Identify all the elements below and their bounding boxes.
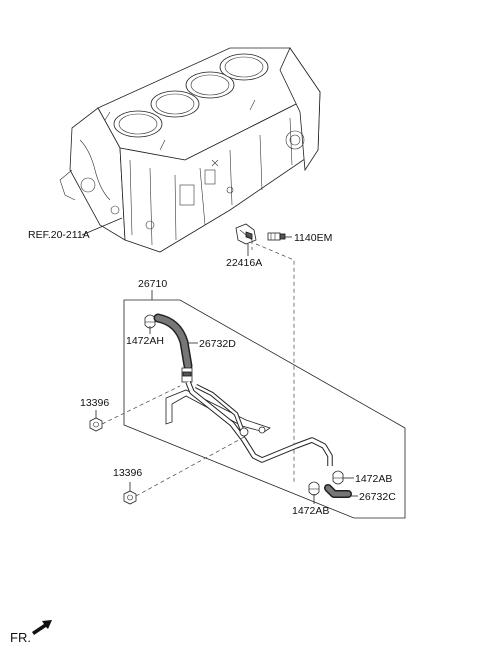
nut-13396-top-icon bbox=[89, 417, 103, 432]
sensor-22416a-icon bbox=[235, 223, 257, 245]
part-label-1472ab-bottom: 1472AB bbox=[292, 505, 329, 517]
front-arrow-icon bbox=[32, 620, 52, 635]
part-label-13396-bottom: 13396 bbox=[113, 467, 142, 479]
engine-block-icon bbox=[59, 47, 321, 253]
nut-13396-bottom-icon bbox=[123, 490, 137, 505]
part-label-1140em: 1140EM bbox=[294, 232, 332, 244]
clamp-1472ab-right-icon bbox=[332, 470, 344, 485]
part-label-1472ab-right: 1472AB bbox=[355, 473, 392, 485]
bolt-1140em-icon bbox=[267, 232, 286, 241]
clamp-1472ab-bottom-icon bbox=[308, 481, 320, 496]
hose-26732d-icon bbox=[153, 313, 193, 371]
part-label-1472ah: 1472AH bbox=[126, 335, 164, 347]
part-label-26732d: 26732D bbox=[199, 338, 236, 350]
part-label-26732c: 26732C bbox=[359, 491, 396, 503]
clamp-1472ah-icon bbox=[144, 314, 156, 329]
front-label: FR. bbox=[10, 630, 31, 645]
ref-label: REF.20-211A bbox=[28, 229, 90, 241]
hose-26732c-icon bbox=[324, 484, 352, 498]
water-pipe-icon bbox=[165, 367, 333, 466]
part-label-22416a: 22416A bbox=[226, 257, 262, 269]
part-label-26710: 26710 bbox=[138, 278, 167, 290]
part-label-13396-top: 13396 bbox=[80, 397, 109, 409]
